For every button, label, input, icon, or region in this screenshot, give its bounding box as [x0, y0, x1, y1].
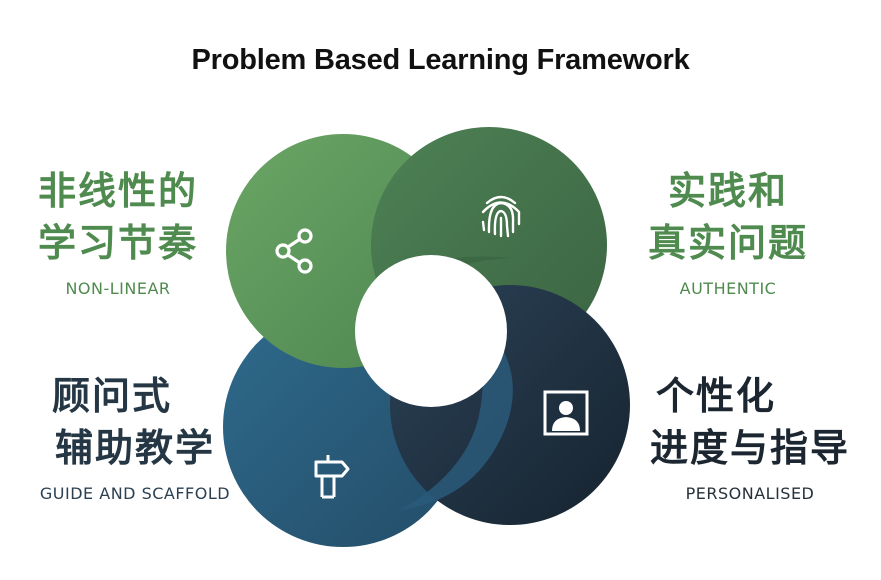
center-hole [355, 255, 507, 407]
label-non-linear: 非线性的 学习节奏 NON-LINEAR [38, 165, 198, 298]
label-personalised-zh-line2: 进度与指导 [649, 426, 850, 470]
diagram-title: Problem Based Learning Framework [191, 44, 690, 76]
label-non-linear-zh-line2: 学习节奏 [38, 221, 199, 265]
label-guide-zh-line2: 辅助教学 [54, 426, 215, 470]
label-guide: 顾问式 辅助教学 GUIDE AND SCAFFOLD [20, 370, 250, 503]
portrait-icon [543, 390, 589, 436]
label-personalised: 个性化 进度与指导 PERSONALISED [640, 370, 860, 503]
label-guide-en: GUIDE AND SCAFFOLD [39, 484, 231, 503]
label-authentic-zh-line2: 真实问题 [648, 221, 809, 265]
label-authentic: 实践和 真实问题 AUTHENTIC [648, 165, 808, 298]
label-non-linear-zh-line1: 非线性的 [38, 169, 199, 213]
label-personalised-en: PERSONALISED [685, 484, 815, 503]
label-personalised-zh-line1: 个性化 [656, 374, 777, 418]
signpost-icon [314, 455, 350, 499]
share-icon [275, 228, 313, 274]
label-authentic-zh-line1: 实践和 [667, 169, 788, 213]
fingerprint-icon [481, 195, 521, 238]
label-authentic-en: AUTHENTIC [679, 279, 777, 298]
label-guide-zh-line1: 顾问式 [52, 374, 173, 418]
label-non-linear-en: NON-LINEAR [65, 279, 171, 298]
